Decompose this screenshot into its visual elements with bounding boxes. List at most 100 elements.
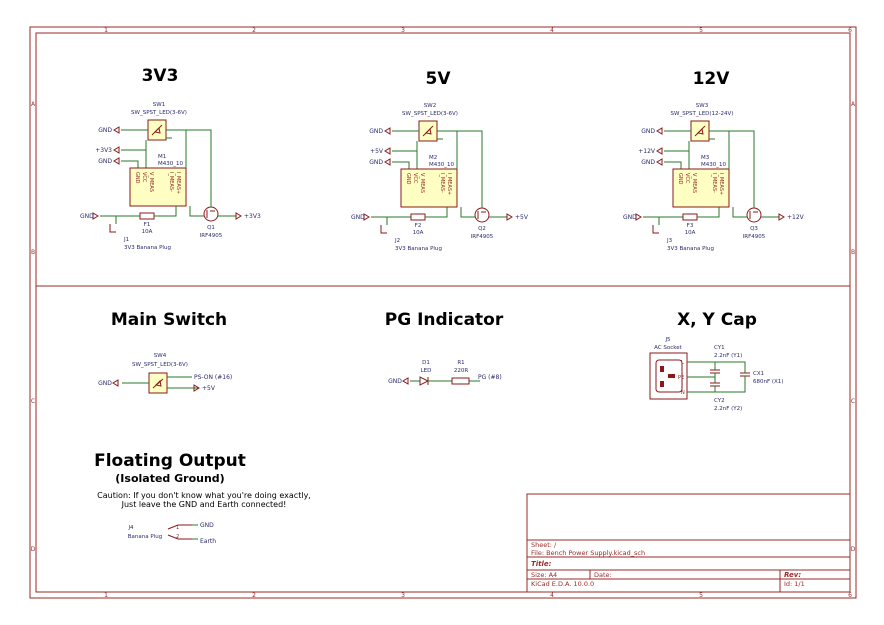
mosfet-icon bbox=[474, 207, 490, 223]
switch-ref: SW3 bbox=[696, 103, 709, 109]
caution-line-2: Just leave the GND and Earth connected! bbox=[121, 500, 287, 509]
cy2-ref: CY2 bbox=[714, 398, 725, 404]
j5-ref: J5 bbox=[664, 337, 671, 343]
rail-port-icon bbox=[384, 147, 391, 155]
cy2-value: 2.2nF (Y2) bbox=[714, 406, 742, 412]
wire bbox=[425, 207, 448, 218]
gnd-port-icon bbox=[656, 127, 663, 135]
caution-line-1: Caution: If you don't know what you're d… bbox=[97, 491, 311, 500]
meter-icon bbox=[672, 168, 730, 208]
row-marker: C bbox=[851, 398, 855, 405]
jack-icon bbox=[380, 225, 387, 234]
jack-icon bbox=[652, 225, 659, 234]
mosfet-ref: Q1 bbox=[207, 225, 215, 231]
mosfet-ref: Q3 bbox=[750, 226, 758, 232]
meter-value: M430_10 bbox=[701, 162, 726, 168]
wire bbox=[732, 207, 747, 218]
meter-pin-label: GND bbox=[405, 173, 411, 185]
wire bbox=[189, 206, 204, 217]
section-title-xy-cap: X, Y Cap bbox=[677, 310, 757, 330]
meter-pin-label: I_MEAS- bbox=[168, 172, 174, 192]
tb-file: File: Bench Power Supply.kicad_sch bbox=[531, 549, 645, 557]
fuse-value: 10A bbox=[413, 230, 424, 236]
row-marker: B bbox=[851, 249, 855, 256]
mosfet-ref: Q2 bbox=[478, 226, 486, 232]
resistor-icon bbox=[451, 377, 470, 385]
rail-label: +5V bbox=[370, 148, 384, 155]
net-5v-label: +5V bbox=[202, 385, 216, 392]
gnd-label: GND bbox=[351, 214, 365, 221]
wire bbox=[392, 161, 410, 169]
r1-ref: R1 bbox=[457, 360, 464, 366]
wire bbox=[154, 206, 177, 217]
gnd-label: GND bbox=[641, 159, 655, 166]
column-marker: 2 bbox=[252, 27, 256, 34]
tb-size: Size: A4 bbox=[531, 571, 557, 579]
gnd-label: GND bbox=[98, 158, 112, 165]
j4-ref: J4 bbox=[127, 525, 134, 531]
meter-value: M430_10 bbox=[429, 162, 454, 168]
column-marker: 6 bbox=[848, 592, 852, 599]
svg-text:1: 1 bbox=[176, 525, 179, 531]
row-marker: A bbox=[31, 101, 36, 108]
meter-pin-label: VCC bbox=[684, 173, 690, 184]
out-label: +5V bbox=[515, 214, 529, 221]
ac-socket-icon bbox=[649, 352, 688, 400]
gnd-port-icon bbox=[113, 126, 120, 134]
jack-ref: J3 bbox=[666, 238, 673, 244]
d1-ref: D1 bbox=[422, 360, 430, 366]
meter-pin-label: I_MEAS- bbox=[439, 173, 445, 193]
supply-block-12v: SW3SW_SPST_LED(12-24V)GND+12VGNDM3M430_1… bbox=[623, 103, 805, 252]
net-pg-label: PG (#8) bbox=[478, 374, 502, 381]
jack-value: 3V3 Banana Plug bbox=[124, 245, 171, 251]
j4-earth-label: Earth bbox=[200, 538, 216, 545]
gnd-port-icon bbox=[384, 158, 391, 166]
tb-sheet: Sheet: / bbox=[531, 541, 557, 549]
out-port-icon bbox=[506, 213, 513, 221]
rail-label: +3V3 bbox=[95, 147, 112, 154]
wire bbox=[121, 149, 147, 168]
gnd-port-icon bbox=[363, 213, 370, 221]
wire bbox=[697, 207, 720, 218]
column-marker: 4 bbox=[550, 592, 554, 599]
fuse-icon bbox=[682, 213, 698, 221]
jack-icon bbox=[109, 224, 116, 233]
tb-tool: KiCad E.D.A. 10.0.0 bbox=[531, 580, 594, 588]
column-marker: 3 bbox=[401, 27, 405, 34]
section-title-main-switch: Main Switch bbox=[111, 310, 227, 330]
row-marker: D bbox=[31, 546, 36, 553]
gnd-label: GND bbox=[98, 127, 112, 134]
supply-block-3v3: SW1SW_SPST_LED(3-6V)GND+3V3GNDM1M430_10G… bbox=[80, 102, 261, 251]
tb-title: Title: bbox=[531, 560, 552, 568]
fuse-ref: F1 bbox=[144, 222, 151, 228]
jack-ref: J2 bbox=[394, 238, 400, 244]
row-marker: D bbox=[851, 546, 856, 553]
cx1-value: 680nF (X1) bbox=[753, 379, 783, 385]
sw4-gnd-label: GND bbox=[98, 380, 112, 387]
meter-pin-label: VCC bbox=[412, 173, 418, 184]
wire bbox=[457, 130, 483, 208]
mosfet-value: IRF4905 bbox=[200, 233, 223, 239]
gnd-port-icon bbox=[92, 212, 99, 220]
column-marker: 5 bbox=[699, 27, 703, 34]
led-icon bbox=[419, 376, 430, 386]
meter-value: M430_10 bbox=[158, 161, 183, 167]
gnd-label: GND bbox=[623, 214, 637, 221]
row-marker: C bbox=[31, 398, 35, 405]
fuse-ref: F3 bbox=[687, 223, 694, 229]
fuse-value: 10A bbox=[142, 229, 153, 235]
switch-ref: SW1 bbox=[153, 102, 165, 108]
meter-pin-label: I_MEAS+ bbox=[446, 173, 452, 195]
gnd-label: GND bbox=[369, 128, 383, 135]
switch-led-icon bbox=[424, 127, 432, 135]
wire bbox=[664, 150, 690, 169]
section-title-5v: 5V bbox=[426, 69, 452, 89]
meter-ref: M3 bbox=[701, 155, 710, 161]
out-port-icon bbox=[235, 212, 242, 220]
sw4-value: SW_SPST_LED(3-6V) bbox=[132, 362, 188, 368]
jack-ref: J1 bbox=[123, 237, 129, 243]
pg-gnd-label: GND bbox=[388, 378, 402, 385]
meter-pin-label: VCC bbox=[141, 172, 147, 183]
j4-gnd-label: GND bbox=[200, 522, 214, 529]
